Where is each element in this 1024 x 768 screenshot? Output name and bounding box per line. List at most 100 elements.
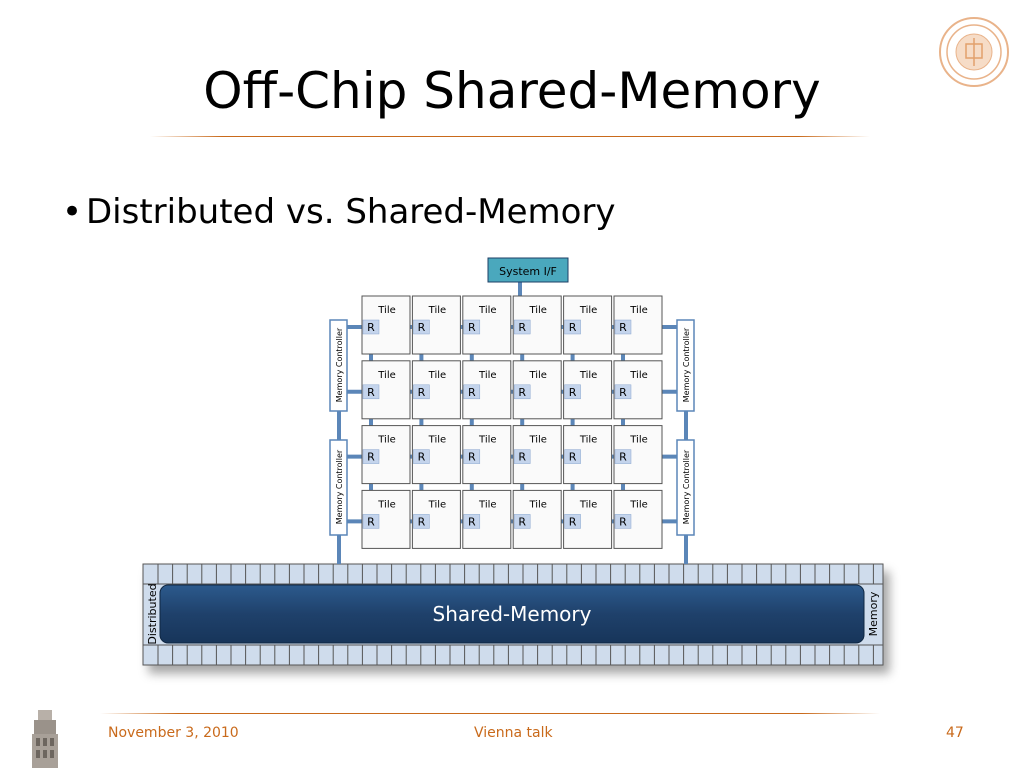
- router-label: R: [367, 321, 375, 334]
- tile-grid: TileRTileRTileRTileRTileRTileRTileRTileR…: [361, 295, 663, 549]
- tile-label: Tile: [579, 370, 598, 381]
- memory-controller-label: Memory Controller: [335, 449, 344, 524]
- router-box: [413, 514, 430, 529]
- router-box: [362, 384, 380, 400]
- tile-label: Tile: [428, 499, 447, 510]
- shared-memory-label: Shared-Memory: [433, 602, 592, 626]
- tile-label: Tile: [629, 435, 648, 446]
- footer-date: November 3, 2010: [108, 725, 239, 741]
- memory-controller-left-bottom: Memory Controller: [329, 439, 348, 536]
- tile-label: Tile: [377, 499, 396, 510]
- router-label: R: [518, 321, 526, 334]
- tile-label: Tile: [629, 370, 648, 381]
- router-box: [564, 384, 581, 400]
- tile-label: Tile: [629, 499, 648, 510]
- memory-controller-left-top: Memory Controller: [329, 319, 348, 412]
- router-box: [413, 319, 430, 335]
- system-if-label: System I/F: [499, 265, 557, 278]
- router-box: [614, 384, 632, 400]
- router-label: R: [468, 321, 476, 334]
- router-label: R: [367, 386, 375, 399]
- university-seal-icon: [939, 17, 1009, 87]
- tile-label: Tile: [579, 435, 598, 446]
- router-label: R: [418, 451, 426, 464]
- router-label: R: [569, 451, 577, 464]
- title-divider: [150, 136, 870, 137]
- router-box: [463, 384, 481, 400]
- router-label: R: [418, 321, 426, 334]
- router-box: [362, 449, 380, 464]
- router-label: R: [619, 515, 627, 528]
- memory-controller-label: Memory Controller: [682, 449, 691, 524]
- tile-label: Tile: [377, 370, 396, 381]
- router-box: [513, 449, 531, 464]
- tile-label: Tile: [478, 305, 497, 316]
- tile-label: Tile: [377, 435, 396, 446]
- router-label: R: [418, 515, 426, 528]
- router-box: [463, 319, 481, 335]
- router-label: R: [569, 515, 577, 528]
- tile-label: Tile: [528, 305, 547, 316]
- router-label: R: [619, 451, 627, 464]
- router-box: [513, 384, 531, 400]
- router-label: R: [619, 321, 627, 334]
- tile-label: Tile: [528, 499, 547, 510]
- router-box: [362, 514, 380, 529]
- router-box: [463, 514, 481, 529]
- distributed-label: Distributed: [146, 583, 159, 644]
- memory-controller-right-bottom: Memory Controller: [676, 439, 695, 536]
- shared-memory-block: Shared-Memory: [159, 584, 865, 644]
- router-label: R: [367, 515, 375, 528]
- router-box: [413, 449, 430, 464]
- footer-page-number: 47: [946, 725, 964, 741]
- tile-label: Tile: [428, 435, 447, 446]
- router-box: [564, 449, 581, 464]
- router-label: R: [619, 386, 627, 399]
- bank-dividers: [157, 564, 874, 665]
- router-box: [513, 514, 531, 529]
- memory-controller-right-top: Memory Controller: [676, 319, 695, 412]
- router-box: [413, 384, 430, 400]
- footer-event: Vienna talk: [474, 725, 553, 741]
- router-box: [614, 319, 632, 335]
- tile-label: Tile: [629, 305, 648, 316]
- tile-label: Tile: [579, 305, 598, 316]
- tile-label: Tile: [478, 370, 497, 381]
- tile-label: Tile: [528, 370, 547, 381]
- slide-title: Off-Chip Shared-Memory: [203, 62, 821, 120]
- router-label: R: [468, 386, 476, 399]
- router-label: R: [468, 451, 476, 464]
- memory-controller-label: Memory Controller: [335, 327, 344, 402]
- router-box: [564, 514, 581, 529]
- router-box: [614, 449, 632, 464]
- memory-controller-label: Memory Controller: [682, 327, 691, 402]
- university-tower-icon: [32, 710, 58, 768]
- router-box: [362, 319, 380, 335]
- router-label: R: [569, 386, 577, 399]
- tile-label: Tile: [478, 499, 497, 510]
- router-label: R: [367, 451, 375, 464]
- router-box: [463, 449, 481, 464]
